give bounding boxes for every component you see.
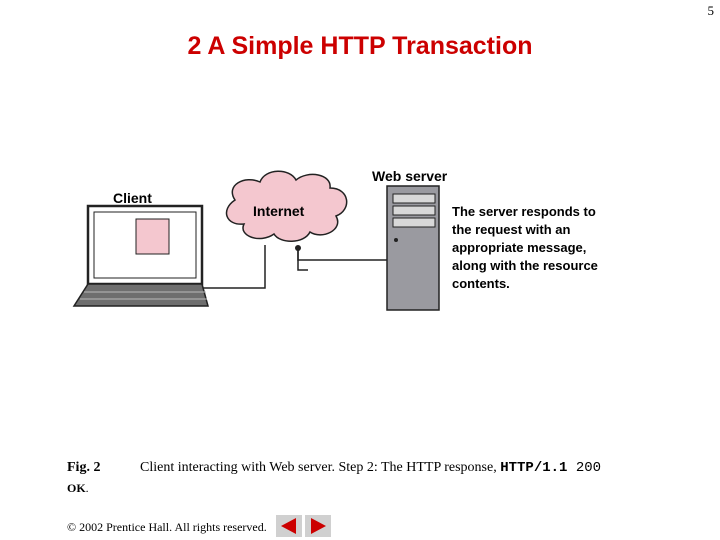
caption-ok: OK.: [67, 481, 89, 496]
right-arrow-icon: [311, 518, 326, 534]
server-note-line: appropriate message,: [452, 240, 586, 255]
left-arrow-icon: [281, 518, 296, 534]
internet-server-line-2: [297, 248, 387, 261]
server-note-line: The server responds to: [452, 204, 596, 219]
web-server: [386, 185, 440, 311]
server-bay: [392, 205, 436, 216]
laptop-screen-inner: [93, 211, 197, 279]
server-bay: [392, 193, 436, 204]
server-bay: [392, 217, 436, 228]
previous-slide-button[interactable]: [276, 515, 302, 537]
server-note-line: along with the resource: [452, 258, 598, 273]
server-note-line: the request with an: [452, 222, 571, 237]
caption-ok-text: OK: [67, 481, 86, 495]
slide-title: 2 A Simple HTTP Transaction: [187, 32, 533, 60]
caption-ok-period: .: [85, 481, 89, 495]
copyright: © 2002 Prentice Hall. All rights reserve…: [67, 520, 267, 535]
server-tower: [386, 185, 440, 311]
server-label: Web server: [372, 168, 448, 184]
http-diagram: Client Internet Web server The server re…: [72, 168, 598, 311]
caption-code-status: 200: [567, 460, 602, 476]
client-internet-line: [200, 245, 266, 289]
figure-label: Fig. 2: [67, 460, 101, 475]
laptop-keyboard: [72, 283, 209, 307]
server-led: [394, 238, 398, 242]
screen-document: [135, 218, 170, 255]
connection-dot: [295, 245, 301, 251]
caption-code: HTTP/1.1: [500, 460, 568, 476]
internet-label: Internet: [253, 203, 305, 219]
connection-lines: [200, 245, 387, 289]
figure-caption: Client interacting with Web server. Step…: [140, 460, 601, 476]
client-laptop: [72, 204, 209, 307]
next-slide-button[interactable]: [305, 515, 331, 537]
client-label: Client: [113, 190, 152, 206]
server-note-line: contents.: [452, 276, 510, 291]
copyright-text: 2002 Prentice Hall. All rights reserved.: [76, 520, 267, 534]
internet-server-line: [297, 248, 308, 271]
page-number: 5: [707, 3, 715, 18]
caption-text: Client interacting with Web server. Step…: [140, 460, 501, 475]
copyright-icon: ©: [67, 520, 77, 534]
internet-cloud: [225, 170, 348, 242]
server-note: The server responds to the request with …: [452, 204, 598, 291]
